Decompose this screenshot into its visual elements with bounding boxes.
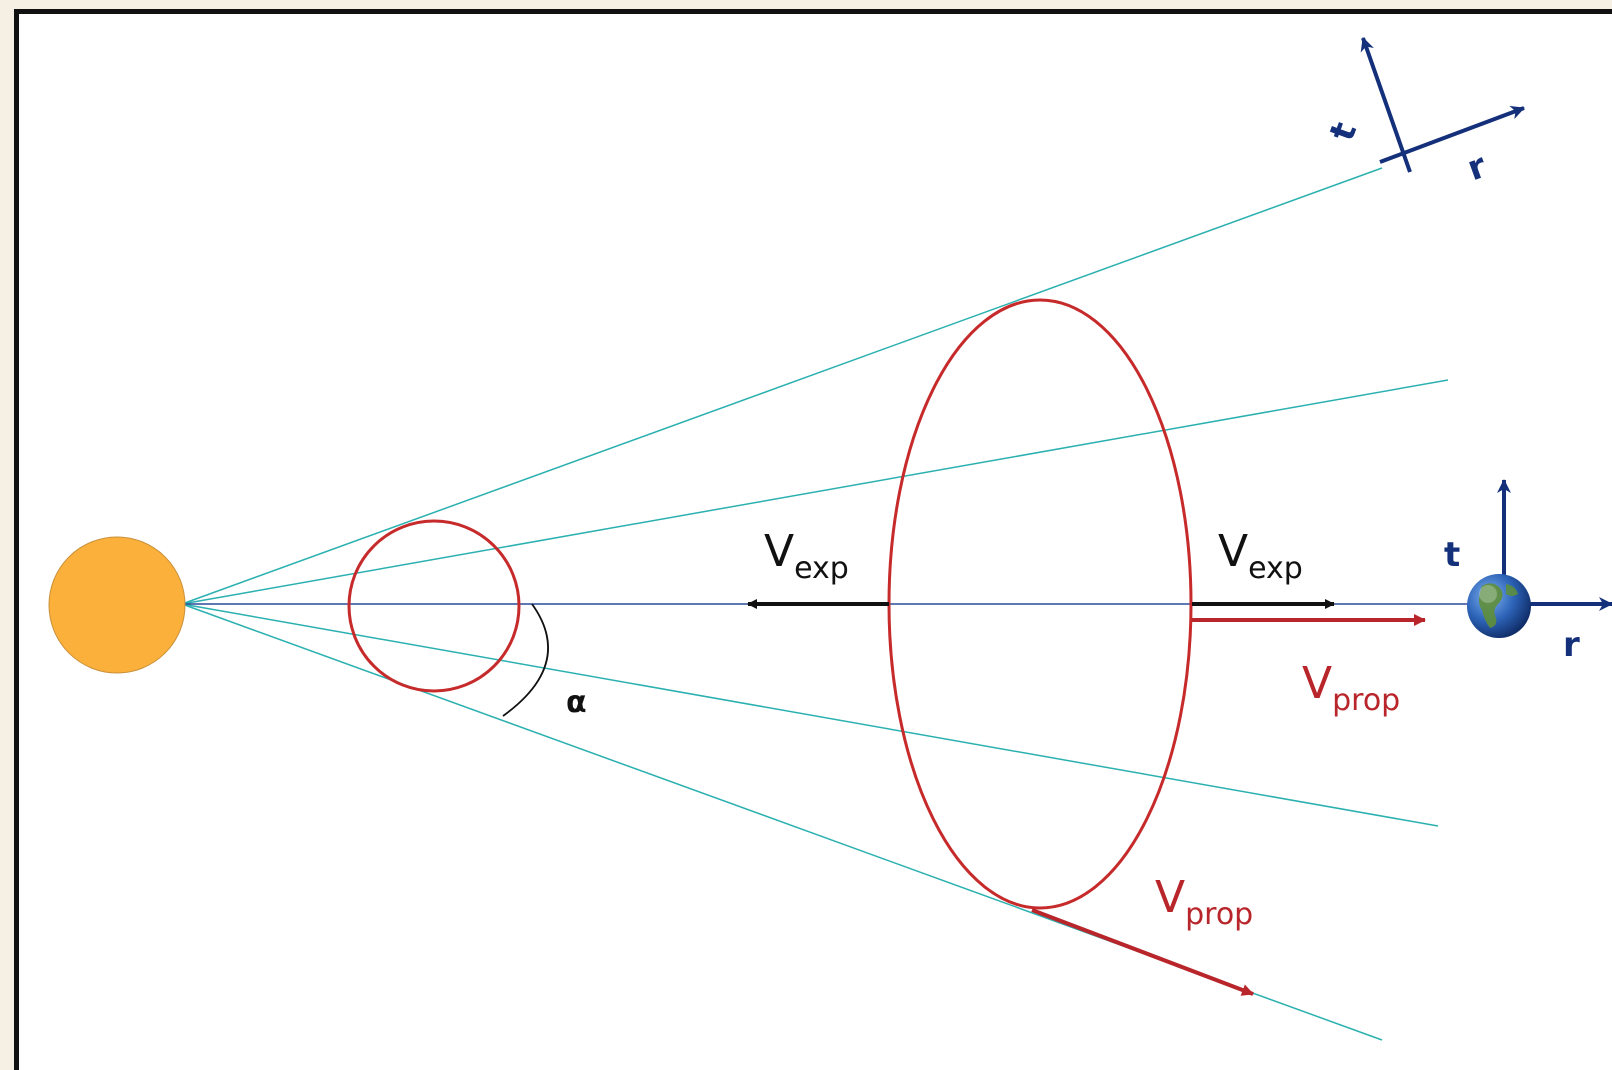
vprop-axis-label: Vprop [1302,658,1400,718]
vprop-flank-label: Vprop [1155,872,1253,932]
earth-t-label: t [1444,535,1460,575]
diagram-frame [14,9,1612,1070]
ray-upper-inner [181,379,1449,605]
ray-lower-inner [181,603,1439,827]
alpha-arc [502,603,549,717]
vexp-left-label: Vexp [764,526,849,586]
vexp-right-label: Vexp [1218,526,1303,586]
sun [48,536,186,674]
flank-t-axis [1360,37,1412,173]
earth-globe-icon [1467,574,1531,638]
ray-upper-flank [181,167,1383,605]
flank-r-label: r [1462,146,1492,189]
vprop-flank-arrow [1031,908,1254,996]
flank-t-label: t [1322,117,1365,146]
alpha-label: α [566,685,587,720]
cme-small-circle [347,519,521,693]
earth-r-label: r [1563,625,1580,665]
